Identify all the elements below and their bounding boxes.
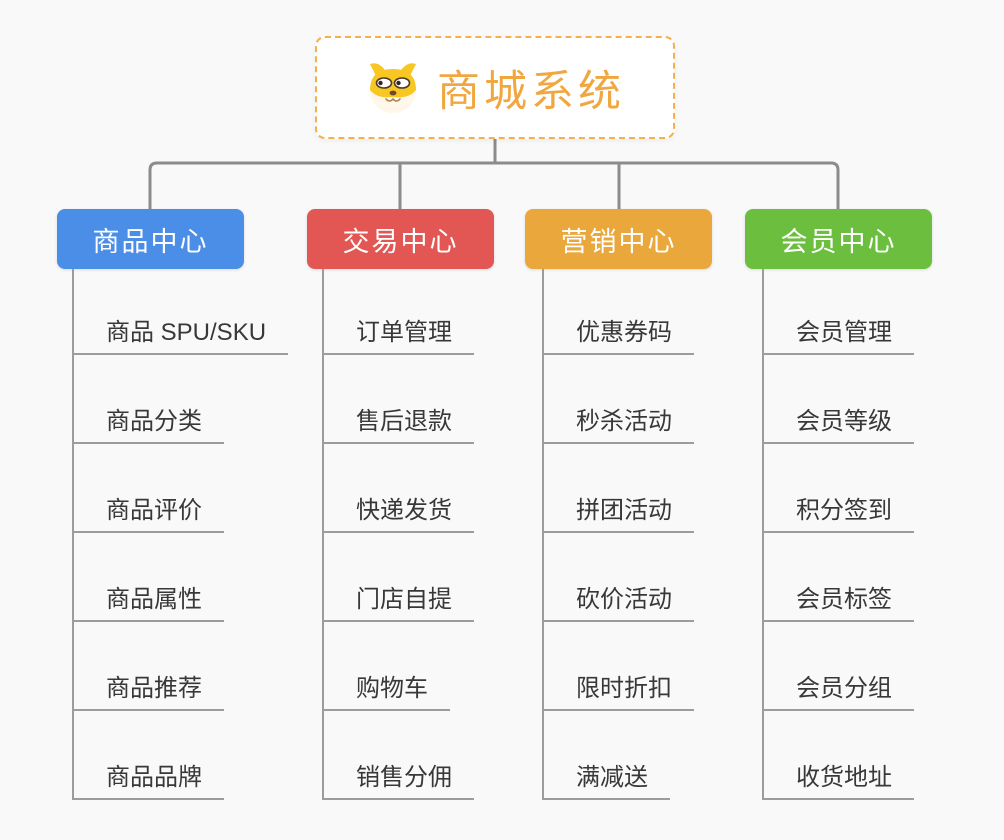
branch-children-marketing-center: 优惠券码 秒杀活动 拼团活动 砍价活动 限时折扣 满减送 <box>542 269 784 800</box>
mindmap-item[interactable]: 限时折扣 <box>544 673 694 711</box>
mindmap-item[interactable]: 秒杀活动 <box>544 406 694 444</box>
branch-marketing-center[interactable]: 营销中心 <box>525 209 712 269</box>
mindmap-item[interactable]: 商品推荐 <box>74 673 224 711</box>
mindmap-item[interactable]: 会员管理 <box>764 317 914 355</box>
mindmap-item[interactable]: 销售分佣 <box>324 762 474 800</box>
mindmap-item[interactable]: 满减送 <box>544 762 670 800</box>
mindmap-item[interactable]: 会员标签 <box>764 584 914 622</box>
branch-children-member-center: 会员管理 会员等级 积分签到 会员标签 会员分组 收货地址 <box>762 269 1004 800</box>
branch-member-center[interactable]: 会员中心 <box>745 209 932 269</box>
shiba-dog-icon <box>365 60 421 116</box>
mindmap-item[interactable]: 订单管理 <box>324 317 474 355</box>
mindmap-item[interactable]: 会员分组 <box>764 673 914 711</box>
branch-children-product-center: 商品 SPU/SKU 商品分类 商品评价 商品属性 商品推荐 商品品牌 <box>72 269 314 800</box>
mindmap-item[interactable]: 商品 SPU/SKU <box>74 317 289 355</box>
mindmap-item[interactable]: 商品属性 <box>74 584 224 622</box>
branch-children-trade-center: 订单管理 售后退款 快递发货 门店自提 购物车 销售分佣 <box>322 269 564 800</box>
mindmap-item[interactable]: 商品评价 <box>74 495 224 533</box>
mindmap-item[interactable]: 商品品牌 <box>74 762 224 800</box>
mindmap-item[interactable]: 优惠券码 <box>544 317 694 355</box>
mindmap-item[interactable]: 门店自提 <box>324 584 474 622</box>
branch-trade-center[interactable]: 交易中心 <box>307 209 494 269</box>
mindmap-item[interactable]: 砍价活动 <box>544 584 694 622</box>
mindmap-item[interactable]: 会员等级 <box>764 406 914 444</box>
mindmap-item[interactable]: 快递发货 <box>324 495 474 533</box>
mindmap-item[interactable]: 售后退款 <box>324 406 474 444</box>
branch-product-center[interactable]: 商品中心 <box>57 209 244 269</box>
mindmap-item[interactable]: 拼团活动 <box>544 495 694 533</box>
mindmap-item[interactable]: 收货地址 <box>764 762 914 800</box>
root-node[interactable]: 商城系统 <box>315 36 675 139</box>
mindmap-item[interactable]: 积分签到 <box>764 495 914 533</box>
mindmap-item[interactable]: 购物车 <box>324 673 450 711</box>
root-title: 商城系统 <box>437 67 625 116</box>
mindmap-item[interactable]: 商品分类 <box>74 406 224 444</box>
